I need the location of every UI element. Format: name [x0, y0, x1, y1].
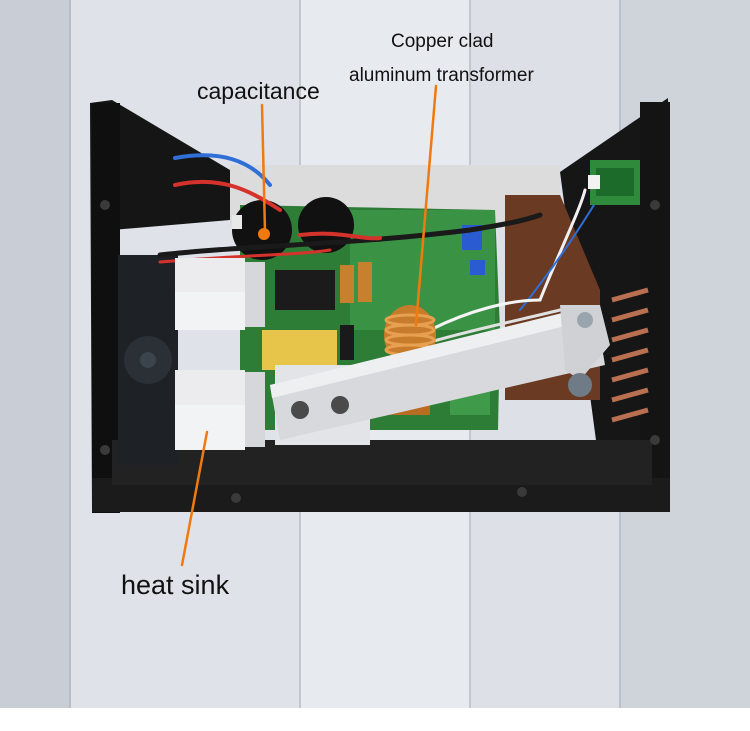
- capacitance-callout-line: [260, 103, 267, 234]
- cooling-fan-icon: [118, 255, 178, 465]
- enclosure: [90, 98, 670, 513]
- vent-grill: [611, 287, 649, 423]
- aluminum-bar: [270, 305, 610, 440]
- transformer-label-line1: Copper clad: [391, 31, 494, 52]
- transformer-callout-line: [414, 84, 438, 327]
- capacitance-label: capacitance: [197, 78, 320, 104]
- display-board: [588, 160, 640, 205]
- callout-lines: [180, 84, 438, 567]
- heat-sink-label: heat sink: [121, 570, 230, 600]
- heat-sink-callout-line: [180, 430, 209, 567]
- transformer-label-line2: aluminum transformer: [349, 65, 534, 86]
